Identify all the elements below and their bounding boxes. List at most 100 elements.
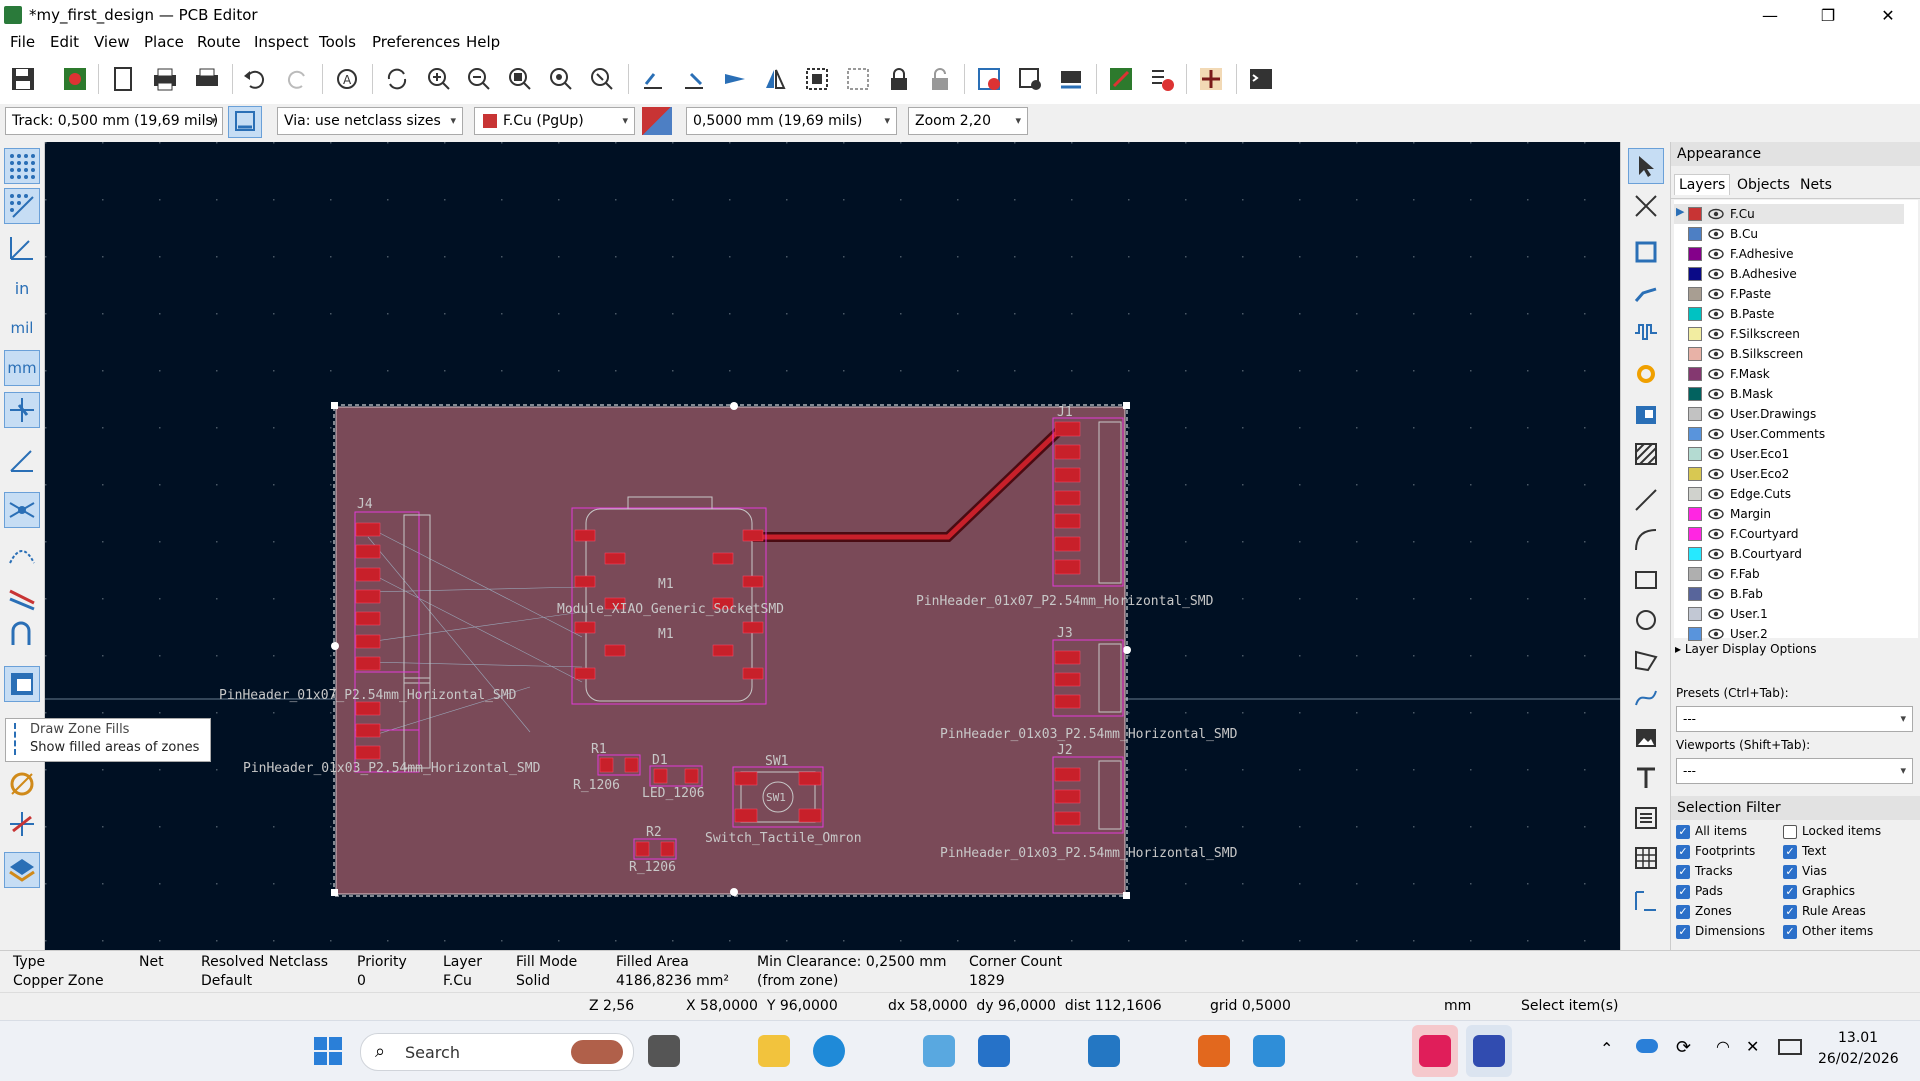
- presets-select[interactable]: ---▾: [1676, 706, 1913, 732]
- zoom-fit-icon[interactable]: [503, 62, 537, 96]
- file-explorer-icon[interactable]: [758, 1035, 790, 1067]
- visibility-eye-icon[interactable]: [1708, 546, 1724, 562]
- notepad-icon[interactable]: [1253, 1035, 1285, 1067]
- visibility-eye-icon[interactable]: [1708, 566, 1724, 582]
- layer-color-swatch[interactable]: [1688, 247, 1702, 261]
- layer-row[interactable]: User.2: [1674, 624, 1904, 644]
- layer-row[interactable]: F.Silkscreen: [1674, 324, 1904, 344]
- chevron-up-icon[interactable]: ⌃: [1600, 1039, 1613, 1058]
- filter-checkbox[interactable]: ✓: [1783, 865, 1797, 879]
- units-inch-button[interactable]: in: [4, 270, 40, 306]
- menu-inspect[interactable]: Inspect: [254, 33, 309, 51]
- layer-color-swatch[interactable]: [1688, 267, 1702, 281]
- layer-color-swatch[interactable]: [1688, 367, 1702, 381]
- layer-row[interactable]: B.Courtyard: [1674, 544, 1904, 564]
- speaker-muted-icon[interactable]: ✕: [1746, 1037, 1759, 1056]
- layer-color-swatch[interactable]: [1688, 467, 1702, 481]
- scripting-console-icon[interactable]: [1244, 62, 1278, 96]
- filter-checkbox[interactable]: [1783, 825, 1797, 839]
- layer-display-options[interactable]: ▸ Layer Display Options: [1675, 642, 1816, 656]
- layer-color-swatch[interactable]: [1688, 587, 1702, 601]
- filter-checkbox[interactable]: ✓: [1783, 885, 1797, 899]
- layer-color-swatch[interactable]: [1688, 427, 1702, 441]
- filter-checkbox[interactable]: ✓: [1783, 845, 1797, 859]
- find-icon[interactable]: A: [330, 62, 364, 96]
- layer-row[interactable]: User.Drawings: [1674, 404, 1904, 424]
- clock-time[interactable]: 13.01: [1838, 1030, 1878, 1046]
- schematic-editor-icon[interactable]: [1104, 62, 1138, 96]
- add-dimension-icon[interactable]: [1628, 882, 1664, 918]
- vscode-icon[interactable]: [1088, 1035, 1120, 1067]
- kicad-task-button[interactable]: [1466, 1025, 1512, 1077]
- menu-route[interactable]: Route: [197, 33, 241, 51]
- filter-checkbox[interactable]: ✓: [1676, 825, 1690, 839]
- zoom-select[interactable]: Zoom 2,20▾: [908, 107, 1028, 135]
- via-size-select[interactable]: Via: use netclass sizes▾: [277, 107, 463, 135]
- polar-coords-icon[interactable]: [4, 230, 40, 266]
- footprint-editor-icon[interactable]: [1013, 62, 1047, 96]
- tab-nets[interactable]: Nets: [1800, 177, 1832, 193]
- layer-color-swatch[interactable]: [1688, 607, 1702, 621]
- onedrive-icon[interactable]: [1636, 1039, 1658, 1053]
- visibility-eye-icon[interactable]: [1708, 266, 1724, 282]
- track-display-icon[interactable]: [4, 578, 40, 614]
- auto-track-width-icon[interactable]: [228, 106, 262, 138]
- grid-select[interactable]: 0,5000 mm (19,69 mils)▾: [686, 107, 897, 135]
- select-tool-icon[interactable]: [1628, 148, 1664, 184]
- layer-row[interactable]: User.Eco2: [1674, 464, 1904, 484]
- visibility-eye-icon[interactable]: [1708, 446, 1724, 462]
- filter-checkbox[interactable]: ✓: [1676, 905, 1690, 919]
- add-zone-icon[interactable]: [1628, 396, 1664, 432]
- visibility-eye-icon[interactable]: [1708, 206, 1724, 222]
- save-icon[interactable]: [6, 62, 40, 96]
- filter-checkbox[interactable]: ✓: [1676, 865, 1690, 879]
- layer-color-swatch[interactable]: [1688, 407, 1702, 421]
- track-width-select[interactable]: Track: 0,500 mm (19,69 mils)▾: [5, 107, 223, 135]
- viewports-select[interactable]: ---▾: [1676, 758, 1913, 784]
- menu-edit[interactable]: Edit: [50, 33, 79, 51]
- units-mil-button[interactable]: mil: [4, 310, 40, 346]
- add-text-icon[interactable]: [1628, 760, 1664, 796]
- layer-row[interactable]: B.Adhesive: [1674, 264, 1904, 284]
- layer-stack-icon[interactable]: [4, 852, 40, 888]
- rotate-ccw-icon[interactable]: [636, 62, 670, 96]
- layer-color-swatch[interactable]: [1688, 327, 1702, 341]
- menu-file[interactable]: File: [10, 33, 35, 51]
- lock-icon[interactable]: [882, 62, 916, 96]
- visibility-eye-icon[interactable]: [1708, 346, 1724, 362]
- layer-color-swatch[interactable]: [1688, 207, 1702, 221]
- layer-row[interactable]: Edge.Cuts: [1674, 484, 1904, 504]
- zoom-in-icon[interactable]: [422, 62, 456, 96]
- layer-row[interactable]: User.1: [1674, 604, 1904, 624]
- via-display-icon[interactable]: [4, 618, 40, 654]
- grid-overrides-icon[interactable]: [4, 188, 40, 224]
- local-ratsnest-icon[interactable]: [1628, 188, 1664, 224]
- layer-row[interactable]: ▶F.Cu: [1674, 204, 1904, 224]
- grid-dots-icon[interactable]: [4, 148, 40, 184]
- refresh-icon[interactable]: [380, 62, 414, 96]
- add-via-icon[interactable]: [1628, 356, 1664, 392]
- layer-color-swatch[interactable]: [1688, 527, 1702, 541]
- layer-row[interactable]: F.Courtyard: [1674, 524, 1904, 544]
- layer-row[interactable]: B.Mask: [1674, 384, 1904, 404]
- filter-checkbox[interactable]: ✓: [1783, 925, 1797, 939]
- layer-color-swatch[interactable]: [1688, 487, 1702, 501]
- paint-icon[interactable]: [923, 1035, 955, 1067]
- visibility-eye-icon[interactable]: [1708, 226, 1724, 242]
- filter-checkbox[interactable]: ✓: [1676, 925, 1690, 939]
- layer-color-swatch[interactable]: [1688, 387, 1702, 401]
- menu-place[interactable]: Place: [144, 33, 184, 51]
- close-button[interactable]: ✕: [1860, 0, 1916, 30]
- layer-row[interactable]: User.Eco1: [1674, 444, 1904, 464]
- pad-display-icon[interactable]: [4, 766, 40, 802]
- filter-checkbox[interactable]: ✓: [1676, 845, 1690, 859]
- route-track-icon[interactable]: [1628, 274, 1664, 310]
- angle-icon[interactable]: [4, 442, 40, 478]
- windows-start-icon[interactable]: [312, 1035, 344, 1067]
- layer-select[interactable]: F.Cu (PgUp)▾: [474, 107, 635, 135]
- visibility-eye-icon[interactable]: [1708, 466, 1724, 482]
- visibility-eye-icon[interactable]: [1708, 326, 1724, 342]
- curved-ratsnest-icon[interactable]: [4, 534, 40, 570]
- group-icon[interactable]: [800, 62, 834, 96]
- zone-fill-display-icon[interactable]: [4, 666, 40, 702]
